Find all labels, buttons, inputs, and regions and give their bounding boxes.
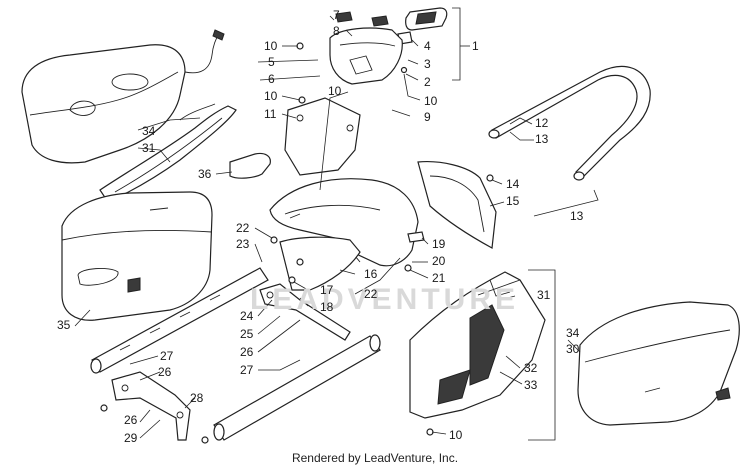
callout-18[interactable]: 18 — [320, 300, 334, 314]
callout-16[interactable]: 16 — [364, 267, 378, 281]
saddle-bag-right[interactable] — [577, 301, 740, 426]
callout-27-b[interactable]: 27 — [240, 363, 254, 377]
mount-bracket[interactable] — [284, 97, 361, 176]
callout-7[interactable]: 7 — [333, 8, 340, 22]
callout-11[interactable]: 11 — [264, 107, 277, 121]
callout-10-a[interactable]: 10 — [264, 39, 278, 53]
side-panel-right[interactable] — [417, 161, 497, 249]
callout-6[interactable]: 6 — [268, 72, 275, 86]
callout-13-a[interactable]: 13 — [535, 132, 549, 146]
callout-23[interactable]: 23 — [236, 237, 250, 251]
callout-21[interactable]: 21 — [432, 271, 446, 285]
mud-flap[interactable] — [279, 236, 361, 291]
callout-33[interactable]: 33 — [524, 378, 538, 392]
callout-10-e[interactable]: 10 — [449, 428, 463, 442]
callout-5[interactable]: 5 — [268, 55, 275, 69]
callout-15[interactable]: 15 — [506, 194, 520, 208]
callout-28[interactable]: 28 — [190, 391, 204, 405]
callout-29[interactable]: 29 — [124, 431, 138, 445]
callout-31-a[interactable]: 31 — [142, 141, 156, 155]
callout-36[interactable]: 36 — [198, 167, 212, 181]
callout-9[interactable]: 9 — [424, 110, 431, 124]
callout-26-c[interactable]: 26 — [124, 413, 138, 427]
rear-pad[interactable] — [229, 152, 271, 179]
callout-26-b[interactable]: 26 — [158, 365, 172, 379]
callout-2[interactable]: 2 — [424, 75, 431, 89]
callout-10-c[interactable]: 10 — [328, 84, 342, 98]
callout-8[interactable]: 8 — [333, 24, 340, 38]
taillight-assembly[interactable] — [397, 7, 448, 45]
saddle-bag-top-left[interactable] — [21, 29, 225, 164]
mount-rail-upper[interactable] — [90, 267, 269, 374]
callout-20[interactable]: 20 — [432, 254, 446, 268]
callout-10-b[interactable]: 10 — [264, 89, 278, 103]
callout-19[interactable]: 19 — [432, 237, 446, 251]
callout-32[interactable]: 32 — [524, 361, 538, 375]
leader-lines — [74, 15, 599, 439]
bracket-center[interactable] — [259, 283, 351, 341]
callout-34-a[interactable]: 34 — [142, 124, 156, 138]
callout-22-b[interactable]: 22 — [364, 287, 378, 301]
callout-25[interactable]: 25 — [240, 327, 254, 341]
callout-12[interactable]: 12 — [535, 116, 549, 130]
callout-22-a[interactable]: 22 — [236, 221, 250, 235]
grab-bar[interactable] — [488, 65, 651, 181]
fasteners — [100, 42, 494, 444]
callout-4[interactable]: 4 — [424, 39, 431, 53]
callout-1[interactable]: 1 — [472, 39, 479, 53]
callout-13-b[interactable]: 13 — [570, 209, 584, 223]
credit-line: Rendered by LeadVenture, Inc. — [291, 451, 459, 465]
light-housing[interactable] — [329, 11, 403, 85]
callout-10-d[interactable]: 10 — [424, 94, 438, 108]
bracket-lower-left[interactable] — [111, 371, 191, 441]
callout-26-a[interactable]: 26 — [240, 345, 254, 359]
callout-35[interactable]: 35 — [57, 318, 71, 332]
mount-rail-lower[interactable] — [213, 334, 381, 441]
side-cover-right[interactable] — [409, 271, 546, 419]
callout-30[interactable]: 30 — [566, 342, 580, 356]
callout-24[interactable]: 24 — [240, 309, 254, 323]
callout-14[interactable]: 14 — [506, 177, 520, 191]
watermark: LEADVENTURE — [250, 283, 520, 316]
callout-31-b[interactable]: 31 — [537, 288, 551, 302]
callout-17[interactable]: 17 — [320, 283, 334, 297]
saddle-bag-large-left[interactable] — [61, 191, 213, 321]
callout-3[interactable]: 3 — [424, 57, 431, 71]
callout-27-a[interactable]: 27 — [160, 349, 174, 363]
callout-34-b[interactable]: 34 — [566, 326, 580, 340]
